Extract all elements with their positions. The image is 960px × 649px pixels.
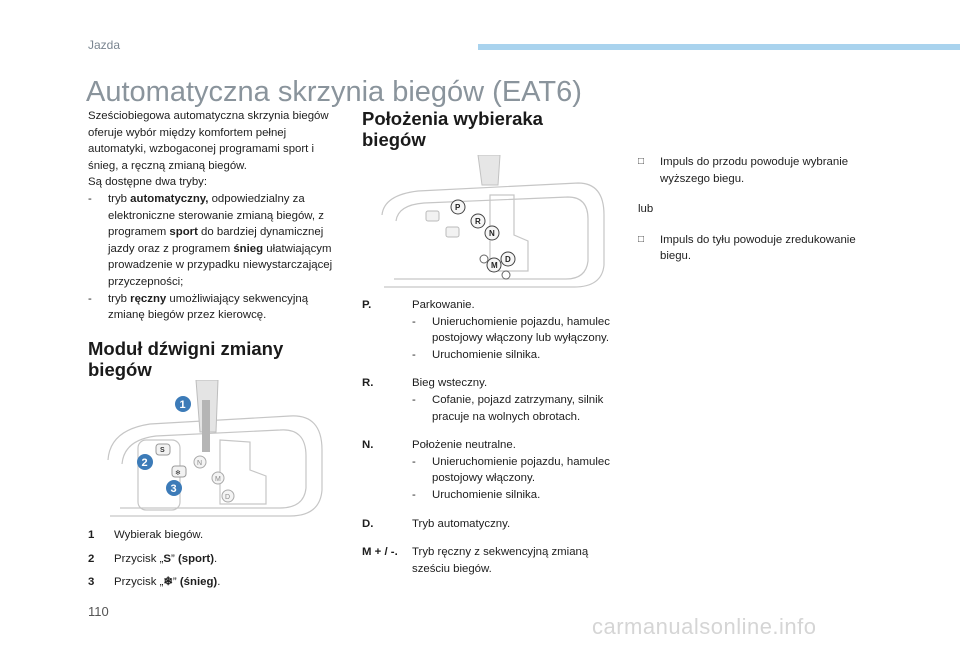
legend-text: . [214, 552, 218, 565]
watermark: carmanualsonline.info [592, 614, 817, 639]
legend-text: Przycisk „ [114, 576, 164, 589]
legend-text: ” [172, 576, 180, 589]
callout-1: 1 [180, 399, 186, 411]
mode-item-manual: - tryb ręczny umożliwiający sekwencyjną … [88, 291, 344, 324]
position-detail: Cofanie, pojazd zatrzymany, silnik pracu… [432, 393, 604, 423]
legend-text: . [217, 576, 221, 589]
position-item-p: P. Parkowanie. - Unieruchomienie pojazdu,… [362, 297, 622, 363]
legend-text: Przycisk „ [114, 552, 164, 565]
impulse-or: lub [638, 203, 654, 216]
position-description: Tryb ręczny z sekwencyjną zmianą sześciu… [412, 546, 589, 575]
position-description: Bieg wsteczny. [412, 377, 488, 390]
impulse-backward-text: Impuls do tyłu powoduje zredukowanie bie… [660, 233, 856, 263]
legend-number: 3 [88, 576, 95, 589]
bullet-dash: - [412, 315, 416, 328]
position-detail: Unieruchomienie pojazdu, hamulec postojo… [432, 455, 610, 485]
bullet-dash: - [412, 488, 416, 501]
checkbox-bullet-icon: □ [638, 233, 645, 245]
legend-text: ” [170, 552, 178, 565]
impulse-forward-text: Impuls do przodu powoduje wybranie wyższ… [660, 156, 849, 185]
position-label: D. [362, 517, 374, 530]
legend-text: Wybierak biegów. [114, 529, 204, 541]
position-item-r: R. Bieg wsteczny. - Cofanie, pojazd zatrz… [362, 375, 622, 425]
impulse-notes: □ Impuls do przodu powoduje wybranie wyż… [638, 154, 870, 265]
position-item-d: D. Tryb automatyczny. [362, 516, 622, 533]
legend-symbol: S [163, 552, 171, 565]
gate-label-r: R [475, 217, 481, 226]
mode-item-automatic: - tryb automatyczny, odpowiedzialny za e… [88, 191, 344, 291]
modes-intro: Są dostępne dwa tryby: [88, 176, 208, 189]
position-label: P. [362, 299, 372, 311]
sport-button-shape [155, 443, 171, 456]
mode-name: ręczny [130, 292, 167, 305]
legend-bold: (sport) [177, 552, 215, 565]
position-label: R. [362, 377, 374, 390]
position-label: M + / -. [362, 546, 398, 559]
legend-item-3: 3 Przycisk „❄” (śnieg). [88, 574, 344, 591]
callout-2: 2 [142, 457, 148, 469]
snow-button-shape [171, 465, 187, 478]
gate-label-p: P [455, 203, 461, 212]
gate-label-m: M [215, 476, 221, 483]
position-detail: Uruchomienie silnika. [432, 348, 541, 361]
legend-item-2: 2 Przycisk „S” (sport). [88, 551, 344, 568]
legend-symbol: ❄ [163, 576, 173, 589]
bullet-dash: - [88, 292, 92, 305]
mode-text: tryb [108, 192, 131, 205]
positions-heading: Położenia wybieraka biegów [362, 108, 543, 150]
gate-label-n: N [197, 460, 202, 467]
mode-text: tryb [108, 292, 131, 305]
position-detail: Uruchomienie silnika. [432, 488, 541, 501]
callout-1-marker [175, 396, 191, 412]
bullet-dash: - [88, 192, 92, 205]
intro-paragraph: Sześciobiegowa automatyczna skrzynia bie… [88, 110, 329, 172]
bullet-dash: - [412, 393, 416, 406]
mode-text: do bardziej dynamicznej jazdy oraz z pro… [108, 226, 324, 255]
position-label: N. [362, 439, 374, 452]
callout-3-marker [166, 480, 182, 496]
bullet-dash: - [412, 348, 416, 361]
position-item-m: M + / -. Tryb ręczny z sekwencyjną zmian… [362, 544, 622, 577]
position-description: Parkowanie. [412, 299, 475, 311]
gate-label-n: N [489, 229, 495, 238]
gear-module-illustration: S ❄ N M D 1 2 3 [107, 380, 323, 517]
gate-label-d: D [225, 494, 230, 501]
program-name: sport [169, 226, 198, 239]
legend-item-1: 1 Wybierak biegów. [88, 527, 344, 544]
legend-bold: (śnieg) [179, 576, 218, 589]
checkbox-bullet-icon: □ [638, 156, 645, 167]
impulse-forward: □ Impuls do przodu powoduje wybranie wyż… [638, 154, 870, 187]
gate-label-m: M [491, 261, 498, 270]
header-accent-bar [478, 44, 960, 50]
snow-button-glyph: ❄ [175, 469, 181, 477]
impulse-backward: □ Impuls do tyłu powoduje zredukowanie b… [638, 232, 870, 265]
page-number: 110 [88, 604, 109, 619]
position-item-n: N. Położenie neutralne. - Unieruchomienie… [362, 437, 622, 503]
callout-3: 3 [171, 483, 177, 495]
mode-text: ułatwiającym prowadzenie w przypadku nie… [108, 242, 333, 288]
mode-text: odpowiedzialny za elektroniczne sterowan… [108, 192, 324, 239]
module-legend: 1 Wybierak biegów. 2 Przycisk „S” (sport… [88, 527, 344, 598]
bullet-dash: - [412, 455, 416, 468]
gate-label-d: D [505, 255, 511, 264]
mode-text: umożliwiający sekwencyjną zmianę biegów … [108, 292, 309, 322]
positions-list: P. Parkowanie. - Unieruchomienie pojazdu,… [362, 297, 622, 577]
module-heading: Moduł dźwigni zmiany biegów [88, 338, 284, 380]
sport-button-glyph: S [160, 447, 165, 454]
legend-number: 1 [88, 529, 95, 541]
page-title: Automatyczna skrzynia biegów (EAT6) [86, 76, 582, 108]
selector-gate-illustration: P R N M D [381, 155, 605, 288]
mode-name: automatyczny, [130, 192, 209, 205]
callout-2-marker [137, 454, 153, 470]
position-detail: Unieruchomienie pojazdu, hamulec postojo… [432, 315, 610, 345]
section-label: Jazda [88, 38, 121, 52]
program-name: śnieg [233, 242, 264, 255]
legend-number: 2 [88, 552, 95, 565]
intro-block: Sześciobiegowa automatyczna skrzynia bie… [88, 108, 344, 324]
position-description: Tryb automatyczny. [412, 517, 511, 530]
position-description: Położenie neutralne. [412, 439, 516, 452]
